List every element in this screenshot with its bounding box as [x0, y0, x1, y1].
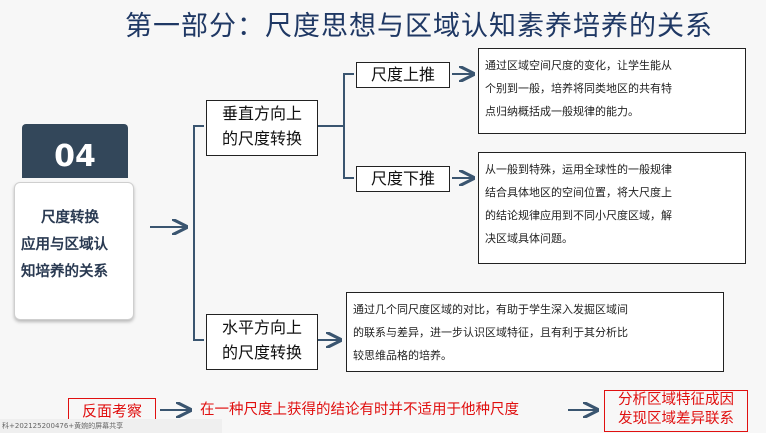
analysis-line-2: 发现区域差异联系	[618, 411, 734, 427]
card-number: 04	[22, 124, 128, 178]
horizontal-line-1: 水平方向上	[221, 318, 302, 337]
desc-line: 较思维品格的培养。	[353, 349, 452, 362]
horizontal-line-2: 的尺度转换	[221, 343, 302, 362]
card-line-2: 应用与区域认	[21, 237, 108, 253]
desc-line: 个别到一般，培养将同类地区的共有特	[485, 82, 672, 95]
analysis-line-1: 分析区域特征成因	[618, 392, 734, 408]
vertical-line-2: 的尺度转换	[221, 129, 302, 148]
vertical-scale-box: 垂直方向上 的尺度转换	[206, 100, 318, 156]
desc-line: 通过几个同尺度区域的对比，有助于学生深入发掘区域间	[353, 303, 628, 316]
card-line-1: 尺度转换	[41, 210, 99, 226]
desc-line: 从一般到特殊，运用全球性的一般规律	[485, 163, 672, 176]
analysis-box: 分析区域特征成因 发现区域差异联系	[604, 390, 748, 432]
card-line-3: 知培养的关系	[21, 264, 108, 280]
topic-card: 04 尺度转换 应用与区域认 知培养的关系	[14, 124, 136, 320]
horizontal-scale-box: 水平方向上 的尺度转换	[206, 314, 318, 370]
desc-line: 结合具体地区的空间位置，将大尺度上	[485, 186, 672, 199]
scale-up-box: 尺度上推	[356, 62, 450, 88]
vertical-line-1: 垂直方向上	[221, 104, 302, 123]
desc-line: 点归纳概括成一般规律的能力。	[485, 105, 639, 118]
horizontal-description: 通过几个同尺度区域的对比，有助于学生深入发掘区域间 的联系与差异，进一步认识区域…	[346, 292, 724, 372]
desc-line: 的联系与差异，进一步认识区域特征，且有利于其分析比	[353, 326, 628, 339]
conclusion-text: 在一种尺度上获得的结论有时并不适用于他种尺度	[200, 402, 519, 418]
scale-down-description: 从一般到特殊，运用全球性的一般规律 结合具体地区的空间位置，将大尺度上 的结论规…	[478, 152, 746, 264]
card-body: 尺度转换 应用与区域认 知培养的关系	[14, 182, 134, 320]
desc-line: 决区域具体问题。	[485, 232, 573, 245]
page-title: 第一部分：尺度思想与区域认知素养培养的关系	[125, 11, 713, 42]
screen-share-label: 科+2021252004​76+黄婉的屏幕共享	[0, 419, 222, 433]
desc-line: 通过区域空间尺度的变化，让学生能从	[485, 59, 672, 72]
scale-up-description: 通过区域空间尺度的变化，让学生能从 个别到一般，培养将同类地区的共有特 点归纳概…	[478, 48, 746, 134]
scale-down-box: 尺度下推	[356, 166, 450, 192]
desc-line: 的结论规律应用到不同小尺度区域，解	[485, 209, 672, 222]
